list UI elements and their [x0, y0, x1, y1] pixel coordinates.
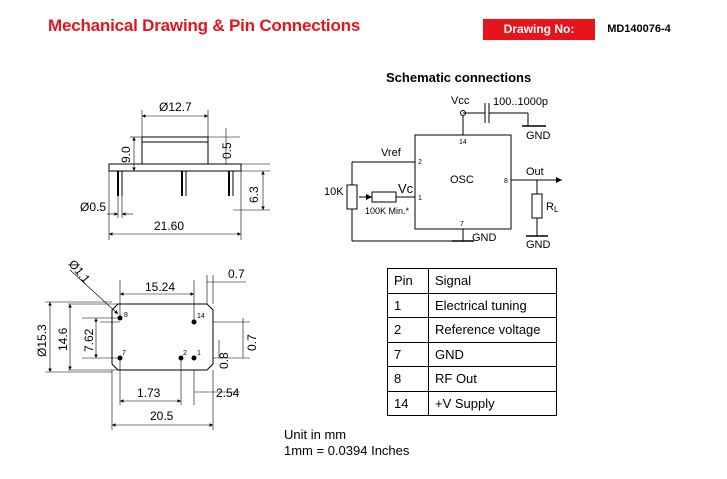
pin-cell: 2 — [387, 317, 429, 343]
table-header-row: Pin Signal — [387, 268, 557, 294]
table-row: 14 +V Supply — [387, 390, 557, 416]
base-plate — [108, 163, 242, 172]
vcc-label: Vcc — [451, 95, 470, 107]
dim-pin-length: 6.3 — [247, 186, 261, 203]
units-conversion: 1mm = 0.0394 Inches — [284, 443, 410, 458]
dim-length: 20.5 — [150, 409, 174, 423]
dim-edge3: 2.54 — [216, 386, 240, 400]
signal-cell: GND — [428, 341, 557, 367]
side-view — [107, 110, 270, 240]
dim-corner-dia: Ø1.1 — [66, 257, 94, 286]
load-resistor — [531, 193, 543, 219]
pin-table: Pin Signal 1 Electrical tuning 2 Referen… — [387, 268, 557, 416]
schematic-pin-numbers: 14 2 1 8 7 — [418, 139, 508, 228]
bottom-view — [45, 269, 250, 430]
bottom-view-labels: Ø1.1 15.24 0.7 Ø15.3 14.6 7.62 0.8 0.7 1… — [35, 257, 259, 423]
dim-pin-span: 15.24 — [145, 280, 175, 294]
dim-edge: 0.7 — [228, 267, 245, 281]
pin-label: 1 — [197, 350, 201, 357]
pin-1 — [191, 355, 197, 361]
schematic-title: Schematic connections — [386, 70, 531, 85]
cap-label: 100..1000p — [493, 96, 548, 108]
resistor-100k — [371, 191, 397, 203]
dim-pin-gap: 0.8 — [217, 352, 231, 369]
table-header: Pin — [387, 268, 429, 294]
dim-pin-pitch-v: 7.62 — [82, 328, 96, 352]
schematic-labels: Vcc 100..1000p GND Vref OSC Out 10K Vc 1… — [324, 95, 559, 251]
pin-cell: 8 — [387, 366, 429, 392]
vref-label: Vref — [381, 147, 402, 159]
table-row: 2 Reference voltage — [387, 317, 557, 343]
pin-label: 14 — [197, 313, 205, 320]
pin-label: 2 — [183, 350, 187, 357]
signal-cell: Electrical tuning — [428, 292, 557, 318]
pin-number: 14 — [459, 139, 467, 146]
pin-label: 7 — [122, 350, 126, 357]
osc-label: OSC — [450, 174, 474, 186]
can-body — [141, 136, 209, 165]
out-label: Out — [526, 166, 544, 178]
drawing-no: MD140076-4 — [607, 23, 671, 35]
gnd-label: GND — [526, 130, 551, 142]
units-line: Unit in mm — [284, 427, 347, 442]
schematic — [346, 103, 562, 242]
pin-cell: 14 — [387, 390, 429, 416]
pin-number: 8 — [504, 178, 508, 185]
page-title: Mechanical Drawing & Pin Connections — [48, 16, 361, 35]
signal-cell: RF Out — [428, 366, 557, 392]
table-row: 8 RF Out — [387, 366, 557, 392]
side-view-labels: Ø12.7 9.0 0.5 6.3 Ø0.5 21.60 — [80, 100, 261, 233]
signal-cell: +V Supply — [428, 390, 557, 416]
dim-width: 21.60 — [154, 219, 184, 233]
dim-outer-dia: Ø15.3 — [35, 324, 49, 357]
pin-label: 8 — [124, 312, 128, 319]
potentiometer-10k — [346, 184, 358, 210]
gnd-label: GND — [472, 232, 497, 244]
pin-number: 2 — [418, 159, 422, 166]
units-note: Unit in mm 1mm = 0.0394 Inches — [284, 427, 409, 459]
pin-number: 7 — [460, 221, 464, 228]
pin-cell: 1 — [387, 292, 429, 318]
package-outline — [111, 303, 214, 371]
dim-offset: 0.5 — [220, 142, 234, 159]
dim-height: 9.0 — [119, 146, 133, 163]
dim-pitch-h: 1.73 — [137, 386, 161, 400]
gnd-label: GND — [526, 239, 551, 251]
r10k-label: 10K — [324, 186, 344, 198]
dim-dia-top: Ø12.7 — [159, 100, 192, 114]
rl-label: RL — [546, 201, 559, 214]
dim-height-bottom: 14.6 — [56, 327, 70, 351]
dim-pin-dia: Ø0.5 — [80, 200, 106, 214]
pin-number: 1 — [418, 195, 422, 202]
signal-cell: Reference voltage — [428, 317, 557, 343]
table-row: 7 GND — [387, 341, 557, 367]
table-row: 1 Electrical tuning — [387, 292, 557, 318]
dim-edge2: 0.7 — [245, 334, 259, 351]
r100k-label: 100K Min.* — [365, 206, 410, 216]
table-header: Signal — [428, 268, 557, 294]
pin-labels: 8 14 7 2 1 — [122, 312, 205, 357]
pin-cell: 7 — [387, 341, 429, 367]
vc-label: Vc — [398, 181, 414, 196]
drawing-no-label: Drawing No: — [483, 19, 595, 40]
